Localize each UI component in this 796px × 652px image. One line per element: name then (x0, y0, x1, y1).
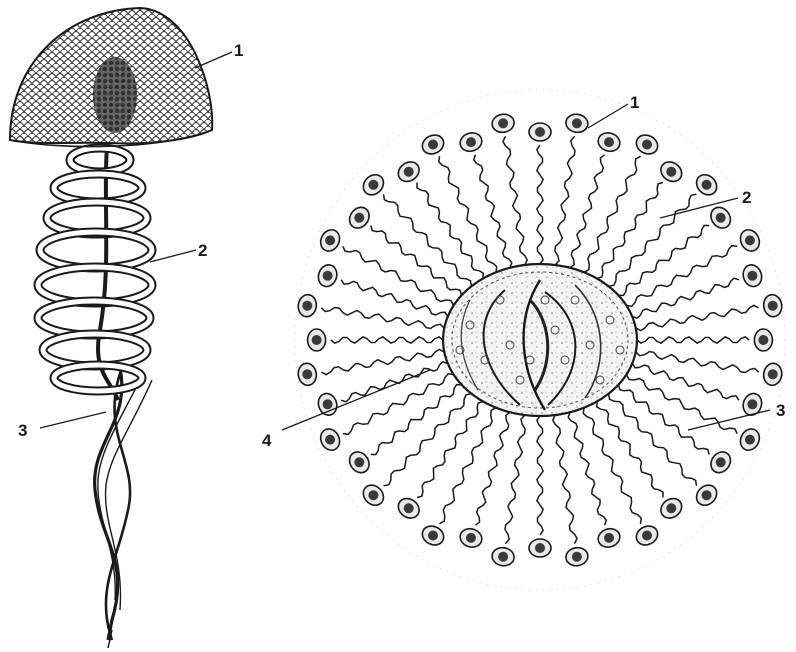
right-central-body (443, 264, 637, 416)
right-specimen-drawing: 1 2 3 4 (262, 90, 785, 590)
right-appendage-head-core (354, 213, 364, 223)
right-appendage-head-core (404, 167, 414, 177)
right-appendage-head-core (404, 503, 414, 513)
right-appendage-head-core (572, 552, 582, 562)
left-label-3: 3 (18, 412, 106, 440)
right-appendage-stalk (637, 337, 749, 343)
right-appendage-head-core (466, 137, 476, 147)
right-appendage-head-core (428, 531, 438, 541)
right-appendage-stalk (584, 156, 641, 272)
right-appendage-stalk (321, 350, 444, 375)
right-appendage-stalk (331, 337, 443, 343)
right-appendage-stalk (440, 408, 497, 524)
right-appendage-head-core (572, 118, 582, 128)
right-label-3: 3 (688, 401, 785, 430)
right-appendage-head-core (323, 399, 333, 409)
right-appendage-head-core (368, 490, 378, 500)
right-appendage-stalk (570, 155, 605, 268)
right-appendage-head-core (428, 140, 438, 150)
right-appendage-head-core (716, 457, 726, 467)
left-label-3-text: 3 (18, 421, 27, 440)
left-label-2-text: 2 (198, 241, 207, 260)
right-appendage-stalk (632, 278, 739, 318)
right-appendage-head-core (702, 180, 712, 190)
right-appendage-head-core (368, 180, 378, 190)
right-appendage-head-core (354, 457, 364, 467)
right-appendage-stalk (371, 385, 462, 455)
right-appendage-head-core (604, 137, 614, 147)
right-appendage-stalk (568, 412, 606, 525)
right-appendage-head-core (325, 235, 335, 245)
right-appendage-stalk (505, 415, 525, 543)
right-appendage-head-core (702, 490, 712, 500)
right-appendage-stalk (474, 155, 512, 268)
right-label-1: 1 (588, 93, 639, 128)
left-tail (95, 360, 152, 648)
right-appendage-head-core (535, 543, 545, 553)
left-label-1: 1 (195, 41, 243, 68)
right-appendage-stalk (321, 308, 444, 329)
left-label-2: 2 (150, 241, 207, 262)
right-appendage-head-core (758, 335, 768, 345)
right-appendage-head-core (498, 118, 508, 128)
right-label-2-text: 2 (742, 188, 751, 207)
right-appendage-head-core (604, 533, 614, 543)
right-appendage-head-core (642, 140, 652, 150)
left-label-1-text: 1 (234, 41, 243, 60)
left-specimen-drawing: 1 2 3 (10, 8, 243, 648)
right-appendage-stalk (475, 412, 510, 525)
right-appendage-stalk (636, 352, 759, 373)
right-appendage-head-core (642, 531, 652, 541)
right-appendage-head-core (666, 503, 676, 513)
right-appendage-stalk (503, 136, 527, 265)
right-appendage-head-core (716, 213, 726, 223)
right-appendage-stalk (537, 416, 543, 535)
right-appendage-head-core (768, 369, 778, 379)
right-appendage-stalk (343, 246, 454, 305)
right-label-4-text: 4 (262, 431, 272, 450)
right-appendage-head-core (745, 435, 755, 445)
right-appendage-stalk (626, 375, 737, 434)
right-appendage-head-core (312, 335, 322, 345)
right-label-3-text: 3 (776, 401, 785, 420)
left-spiral-coil (38, 148, 152, 391)
right-appendage-head-core (535, 127, 545, 137)
right-appendage-head-core (466, 533, 476, 543)
right-appendage-head-core (747, 399, 757, 409)
right-appendage-stalk (537, 145, 543, 264)
right-appendage-head-core (323, 271, 333, 281)
right-appendage-head-core (302, 369, 312, 379)
right-label-1-text: 1 (630, 93, 639, 112)
right-appendage-stalk (341, 362, 448, 402)
right-appendage-head-core (325, 435, 335, 445)
right-appendage-stalk (555, 136, 575, 265)
left-cap (10, 8, 212, 147)
right-appendage-stalk (636, 305, 759, 330)
right-appendage-head-core (498, 552, 508, 562)
right-label-4: 4 (262, 370, 430, 450)
right-appendage-head-core (768, 301, 778, 311)
right-appendage-head-core (302, 301, 312, 311)
right-appendage-stalk (619, 226, 710, 296)
right-appendage-head-core (747, 271, 757, 281)
right-appendage-head-core (745, 235, 755, 245)
right-appendage-stalk (553, 415, 577, 543)
right-appendage-head-core (666, 167, 676, 177)
